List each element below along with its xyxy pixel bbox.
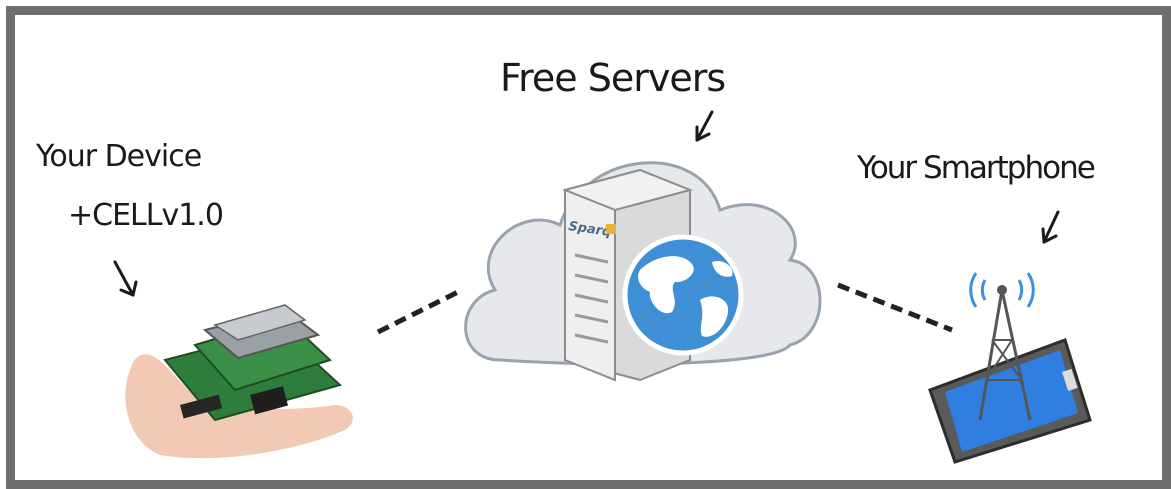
globe-icon — [622, 234, 744, 356]
circuit-board-photo — [125, 304, 353, 459]
dashed-link-right — [837, 282, 953, 333]
arrow-icon-device — [113, 260, 138, 297]
label-your-device: Your Device — [36, 139, 202, 174]
label-free-servers: Free Servers — [500, 56, 726, 100]
smartphone-tower-icon — [928, 272, 1092, 464]
arrow-icon-servers — [695, 110, 714, 142]
label-cell-version: +CELLv1.0 — [68, 198, 224, 233]
label-your-smartphone: Your Smartphone — [857, 150, 1096, 186]
dashed-link-left — [376, 289, 460, 335]
arrow-icon-smartphone — [1041, 210, 1060, 244]
server-brand: Sparq — [567, 219, 612, 240]
